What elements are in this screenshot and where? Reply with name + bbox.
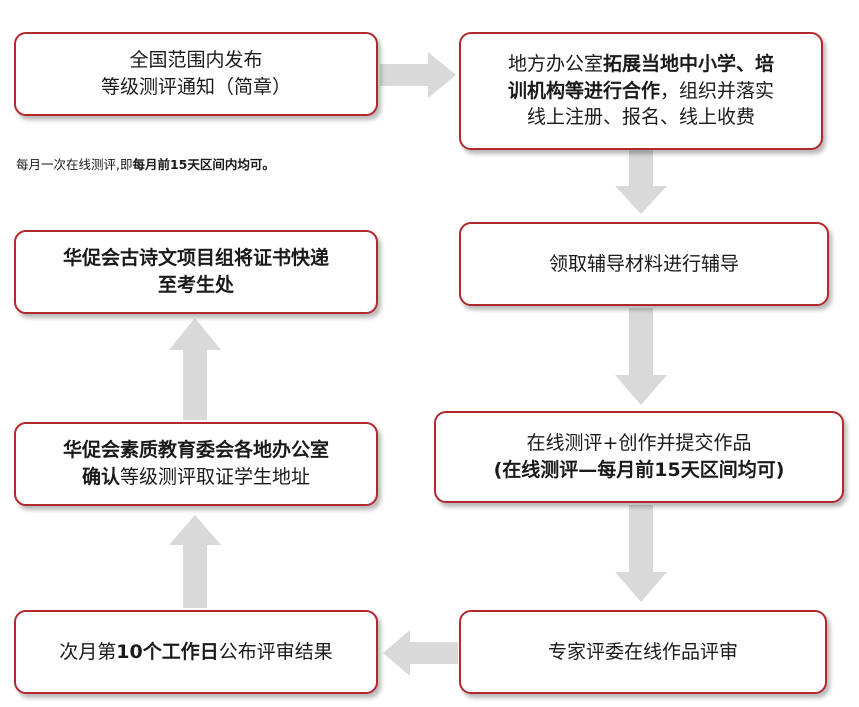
step-notice-line2: 等级测评通知（简章） xyxy=(100,76,291,98)
step-materials-line1: 领取辅导材料进行辅导 xyxy=(548,252,739,275)
step-online-test-line2: (在线测评—每月前15天区间均可) xyxy=(493,459,785,481)
step-local-office-l1b: 拓展当地中小学、培 xyxy=(603,52,775,75)
step-confirm-address-l2b: 等级测评取证学生地址 xyxy=(119,466,310,488)
arrow-down xyxy=(615,505,667,602)
step-local-office-l2b: ，组织并落实 xyxy=(660,79,775,102)
step-confirm-address-line1: 华促会素质教育委会各地办公室 xyxy=(62,439,329,462)
arrow-up xyxy=(169,318,221,420)
step-certificate-line2: 至考生处 xyxy=(157,274,234,296)
monthly-note-b: 每月前15天区间内均可。 xyxy=(132,157,275,172)
step-certificate-line1: 华促会古诗文项目组将证书快递 xyxy=(62,247,329,270)
step-local-office-l2a: 训机构等进行合作 xyxy=(507,79,660,102)
step-online-test-line1: 在线测评+创作并提交作品 xyxy=(526,432,752,455)
step-confirm-address-line2: 确认等级测评取证学生地址 xyxy=(63,464,329,491)
step-certificate-box: 华促会古诗文项目组将证书快递 至考生处 xyxy=(14,230,378,314)
arrow-down xyxy=(615,308,667,405)
step-results-line1: 次月第10个工作日公布评审结果 xyxy=(59,639,332,666)
step-local-office-box: 地方办公室拓展当地中小学、培 训机构等进行合作，组织并落实 线上注册、报名、线上… xyxy=(459,32,823,150)
step-results-b: 10个工作日 xyxy=(116,640,219,663)
arrow-up xyxy=(169,515,221,608)
step-local-office-l1a: 地方办公室 xyxy=(507,52,603,75)
step-confirm-address-box: 华促会素质教育委会各地办公室 确认等级测评取证学生地址 xyxy=(14,422,378,506)
step-expert-review-box: 专家评委在线作品评审 xyxy=(459,610,827,694)
monthly-note: 每月一次在线测评,即每月前15天区间内均可。 xyxy=(16,154,275,173)
arrow-down xyxy=(615,150,667,214)
arrow-left xyxy=(383,630,458,676)
step-expert-review-line1: 专家评委在线作品评审 xyxy=(547,640,738,663)
step-results-c: 公布评审结果 xyxy=(218,640,333,663)
step-local-office-line2: 训机构等进行合作，组织并落实 xyxy=(508,78,774,105)
step-confirm-address-l2a: 确认 xyxy=(81,466,120,488)
monthly-note-a: 每月一次在线测评,即 xyxy=(16,157,133,172)
step-local-office-line1: 地方办公室拓展当地中小学、培 xyxy=(508,51,774,78)
step-notice-box: 全国范围内发布 等级测评通知（简章） xyxy=(14,32,378,116)
arrow-right xyxy=(380,52,456,98)
step-local-office-line3: 线上注册、报名、线上收费 xyxy=(526,106,755,129)
step-materials-box: 领取辅导材料进行辅导 xyxy=(459,222,829,306)
step-results-box: 次月第10个工作日公布评审结果 xyxy=(14,610,378,694)
step-results-a: 次月第 xyxy=(59,640,117,663)
step-notice-line1: 全国范围内发布 xyxy=(129,49,263,72)
step-online-test-box: 在线测评+创作并提交作品 (在线测评—每月前15天区间均可) xyxy=(434,411,844,503)
